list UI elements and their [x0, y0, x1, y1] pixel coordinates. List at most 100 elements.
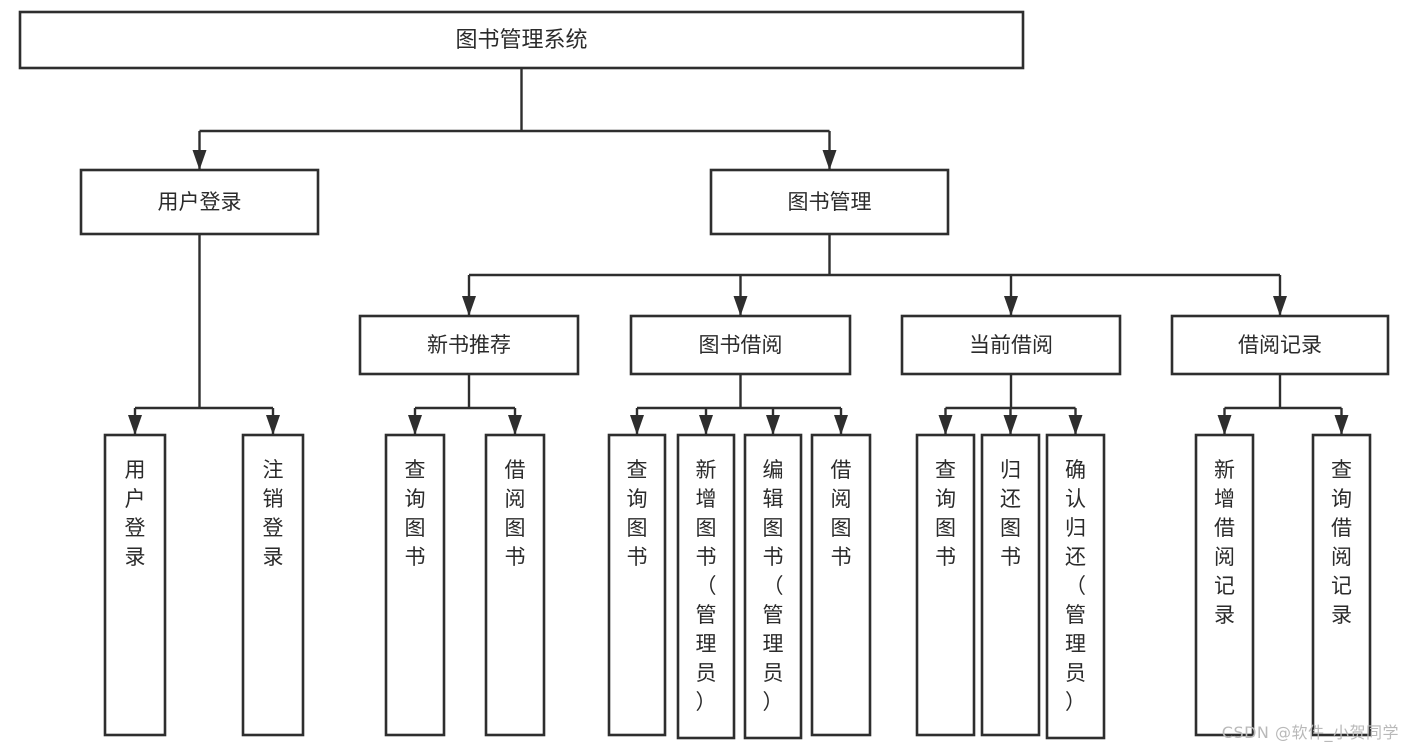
node-label-char: 询 — [405, 487, 426, 511]
node-box — [1045, 433, 1106, 740]
node-box — [358, 314, 580, 376]
node-label: 图书管理 — [788, 190, 872, 214]
node-label-char: 借 — [1214, 516, 1235, 540]
node-label-char: 登 — [125, 516, 146, 540]
arrow-head — [266, 415, 280, 435]
node-new-book-recommend[interactable]: 新书推荐 — [358, 314, 580, 376]
node-box — [1194, 433, 1255, 737]
node-label-char: 管 — [696, 603, 717, 627]
node-label-char: 还 — [1000, 487, 1021, 511]
node-label-char: 借 — [831, 458, 852, 482]
node-box — [103, 433, 167, 737]
node-user-login[interactable]: 用户登录 — [79, 168, 320, 236]
arrow-head — [699, 415, 713, 435]
node-label-char: 归 — [1065, 516, 1086, 540]
arrow-head — [408, 415, 422, 435]
node-box — [384, 433, 446, 737]
node-label-char: 管 — [1065, 603, 1086, 627]
node-label-char: 用 — [125, 458, 146, 482]
node-label-char: 图 — [405, 516, 426, 540]
node-label-char: 辑 — [763, 487, 784, 511]
node-label-char: 阅 — [1214, 545, 1235, 569]
node-label-char: 理 — [763, 632, 784, 656]
node-label-char: 还 — [1065, 545, 1086, 569]
node-box — [1311, 433, 1372, 737]
node-label-char: 确 — [1065, 458, 1086, 482]
arrow-head — [1004, 296, 1018, 316]
node-label-char: 注 — [263, 458, 284, 482]
node-book-manage[interactable]: 图书管理 — [709, 168, 950, 236]
node-borrow-record[interactable]: 借阅记录 — [1170, 314, 1390, 376]
node-label-char: 书 — [763, 545, 784, 569]
node-label-char: 新 — [696, 458, 717, 482]
node-box — [676, 433, 736, 740]
node-box — [709, 168, 950, 236]
node-label-char: 借 — [505, 458, 526, 482]
arrow-head — [1217, 415, 1232, 435]
node-label-char: 查 — [405, 458, 426, 482]
node-label-char: 员 — [696, 661, 717, 685]
node-label-char: 图 — [935, 516, 956, 540]
node-label-char: 图 — [627, 516, 648, 540]
node-label-char: 询 — [935, 487, 956, 511]
node-label-char: 图 — [831, 516, 852, 540]
arrow-head — [766, 415, 780, 435]
node-label-char: 员 — [1065, 661, 1086, 685]
node-label-char: 记 — [1331, 574, 1352, 598]
node-layer: 图书管理系统用户登录图书管理新书推荐图书借阅当前借阅借阅记录用户登录注销登录查询… — [18, 10, 1390, 740]
node-root[interactable]: 图书管理系统 — [18, 10, 1025, 70]
connector-layer — [128, 68, 1349, 435]
node-box — [18, 10, 1025, 70]
node-label-char: 图 — [1000, 516, 1021, 540]
node-box — [810, 433, 872, 737]
node-book-borrow[interactable]: 图书借阅 — [629, 314, 852, 376]
node-label-char: 书 — [696, 545, 717, 569]
node-label-char: 编 — [763, 458, 784, 482]
node-label: 当前借阅 — [969, 333, 1053, 357]
node-label-char: 新 — [1214, 458, 1235, 482]
node-label: 借阅记录 — [1238, 333, 1322, 357]
node-label-char: 户 — [125, 487, 146, 511]
node-current-borrow[interactable]: 当前借阅 — [900, 314, 1122, 376]
arrow-head — [1068, 415, 1083, 435]
node-box — [629, 314, 852, 376]
node-box — [915, 433, 976, 737]
node-label-char: 管 — [763, 603, 784, 627]
node-label-char: 图 — [505, 516, 526, 540]
node-label-char: 记 — [1214, 574, 1235, 598]
node-label-char: 查 — [935, 458, 956, 482]
node-label-char: 录 — [263, 545, 284, 569]
node-box — [743, 433, 803, 740]
node-box — [484, 433, 546, 737]
arrow-head — [1334, 415, 1349, 435]
node-box — [900, 314, 1122, 376]
node-label-char: 认 — [1065, 487, 1086, 511]
node-label-char: ） — [1065, 690, 1086, 714]
node-label: 用户登录 — [158, 190, 242, 214]
node-leaf-user-login[interactable]: 用户登录 — [103, 433, 167, 737]
node-label-char: 书 — [831, 545, 852, 569]
node-box — [79, 168, 320, 236]
arrow-head — [630, 415, 644, 435]
node-box — [1170, 314, 1390, 376]
node-label-char: （ — [696, 574, 717, 598]
arrow-head — [733, 296, 748, 316]
node-label-char: （ — [763, 574, 784, 598]
node-label-char: 查 — [1331, 458, 1352, 482]
node-label-char: 图 — [696, 516, 717, 540]
node-label-char: 增 — [1214, 487, 1235, 511]
node-label-char: ） — [696, 690, 717, 714]
